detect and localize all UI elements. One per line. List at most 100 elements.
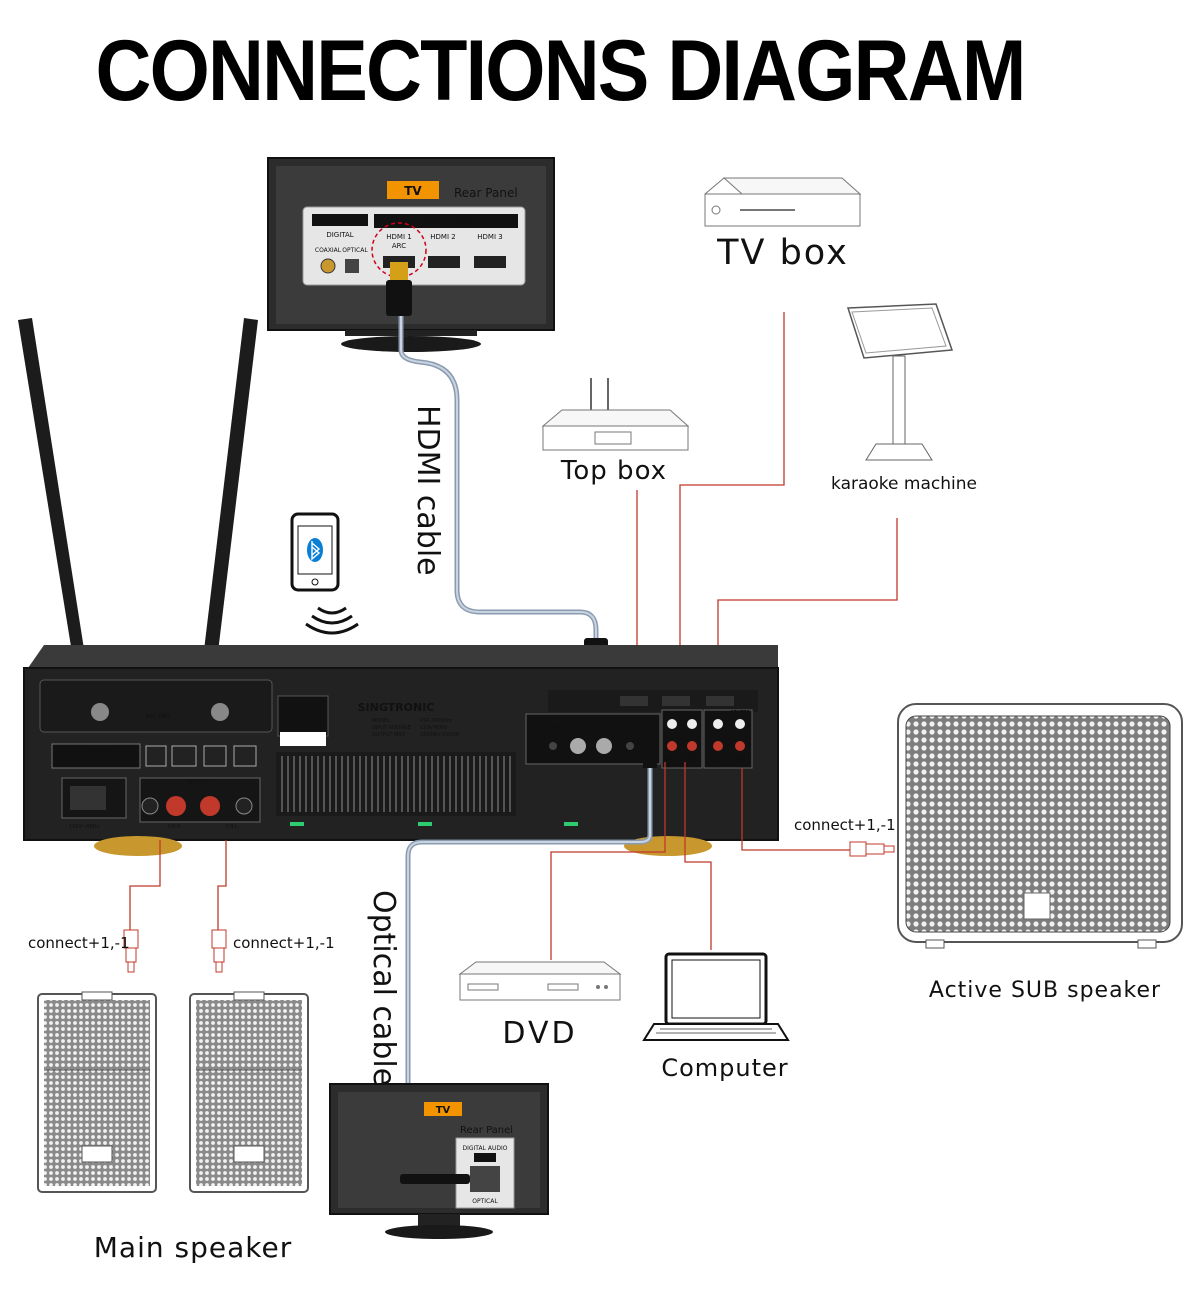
- amp-foot-right: [624, 836, 712, 856]
- hdmi-in-1-port: [620, 696, 648, 706]
- power-socket-icon: [70, 786, 106, 810]
- amp-chr: CH.R: [168, 824, 181, 830]
- antennas: [18, 318, 258, 702]
- rec-l-jack: [713, 719, 723, 729]
- antenna-right-connector: [211, 703, 229, 721]
- top-box-icon: [542, 425, 689, 451]
- amp-input: INPUT: [675, 763, 691, 769]
- dvd-label: DVD: [502, 1016, 577, 1051]
- amplifier: MIC ANT SINGTRONIC MODEL KSP-3000Pro INP…: [23, 645, 779, 856]
- connect-right-label: connect+1,-1: [233, 934, 335, 952]
- amp-dvd: DVD: [664, 756, 675, 762]
- wire-dvd: [550, 762, 666, 960]
- manual-icon: [145, 745, 167, 767]
- wire-speaker-left: [129, 840, 161, 930]
- amp-voltage: INPUT VOLTAGE: [372, 725, 411, 731]
- tv-bottom-out: OUT: [479, 1155, 492, 1162]
- tv-top-digital: DIGITAL: [326, 231, 353, 239]
- vcd-l-jack: [687, 719, 697, 729]
- amp-voltage-val: 110V/60Hz: [420, 725, 448, 731]
- page-title: CONNECTIONS DIAGRAM: [95, 23, 1027, 119]
- tv-bottom-optical: OPTICAL: [472, 1198, 498, 1205]
- top-box: Top box: [541, 378, 690, 486]
- main-speaker-left: [37, 991, 157, 1193]
- weee-icon: [233, 745, 257, 767]
- hdmi-in-2-port: [662, 696, 690, 706]
- plug-left-icon: [123, 929, 139, 973]
- amp-model-val: KSP-3000Pro: [420, 718, 452, 724]
- karaoke-label: karaoke machine: [831, 474, 977, 494]
- tv-bottom-badge: [424, 1102, 462, 1116]
- tv-bottom-digital-audio: DIGITAL AUDIO: [463, 1145, 508, 1152]
- amp-chl: CH.L: [226, 824, 238, 830]
- plug-right-icon: [211, 929, 227, 973]
- terminal-l-neg: [235, 797, 253, 815]
- dvd-l-jack: [667, 719, 677, 729]
- sub-r-jack: [735, 741, 745, 751]
- amp-output: OUTPUT: [188, 779, 213, 786]
- tv-bottom-panel-label: Rear Panel: [460, 1125, 513, 1136]
- mic1-jack-icon: [570, 738, 586, 754]
- antenna-right-icon: [198, 318, 258, 702]
- bluetooth-phone: [290, 512, 359, 635]
- amp-brand: SINGTRONIC: [358, 701, 435, 714]
- main-speaker-label: Main speaker: [94, 1231, 292, 1264]
- tv-box: TV box: [704, 177, 862, 273]
- wire-computer: [684, 762, 712, 950]
- amp-mic2: MIC2: [598, 725, 610, 731]
- vcd-r-jack: [687, 741, 697, 751]
- terminal-l-pos: [200, 796, 220, 816]
- tv-top: TV Rear Panel AUDIO OUT DIGITAL COAXIAL …: [267, 157, 555, 352]
- amp-power-rating: 115V~60Hz: [69, 824, 99, 830]
- tv-top-hdmi3: HDMI 3: [477, 233, 502, 241]
- top-box-label: Top box: [560, 456, 667, 486]
- amp-center: CENTER: [730, 710, 751, 716]
- tv-top-panel-label: Rear Panel: [454, 186, 518, 200]
- terminal-r-neg: [141, 797, 159, 815]
- vent-slots: [281, 756, 511, 812]
- wire-sub: [741, 768, 850, 851]
- tv-top-audio-out: AUDIO OUT: [320, 217, 361, 225]
- main-speaker-right: [189, 991, 309, 1193]
- sub-grille-icon: [905, 715, 1171, 933]
- hdmi-plug-icon: [390, 262, 408, 284]
- tv-top-arc: ARC: [392, 242, 406, 250]
- amp-sub: SUB: [735, 756, 746, 762]
- amp-foot-left: [94, 836, 182, 856]
- hdmi-cable-label: HDMI cable: [410, 405, 445, 576]
- rec-r-jack: [713, 741, 723, 751]
- tv-top-hdmi1: HDMI 1: [386, 233, 411, 241]
- amp-power: OUTPUT MAX: [372, 732, 406, 738]
- tv-top-best: BEST: [454, 218, 473, 226]
- tv-box-label: TV box: [716, 233, 849, 273]
- optical-cable-label: Optical cable: [366, 890, 401, 1086]
- hdmi3-port-icon: [474, 256, 506, 268]
- dvd-r-jack: [667, 741, 677, 751]
- wire-speaker-right: [217, 840, 227, 930]
- antenna-left-icon: [18, 318, 92, 702]
- amp-caution: CAUTION: [82, 747, 109, 754]
- amp-vcd: VCD: [689, 756, 700, 762]
- tv-bottom-optical-port-icon: [470, 1166, 500, 1192]
- computer-label: Computer: [661, 1054, 788, 1082]
- amp-gain2: GAIN: [624, 725, 637, 731]
- tv-top-hdmi2: HDMI 2: [430, 233, 455, 241]
- tv-top-coaxial: COAXIAL: [315, 247, 342, 254]
- hdmi-in-3-port: [706, 696, 734, 706]
- coaxial-port-icon: [320, 258, 336, 274]
- tv-top-badge: [387, 181, 439, 199]
- active-sub-speaker: Active SUB speaker: [897, 703, 1183, 1003]
- optical-port-icon: [345, 259, 359, 273]
- dvd-player: DVD: [458, 961, 622, 1051]
- amp-out: OUTPUT: [718, 763, 739, 769]
- amp-micant: MIC ANT: [145, 713, 171, 720]
- connect-sub-label: connect+1,-1: [794, 816, 896, 834]
- tv-bottom: TV Rear Panel DIGITAL AUDIO OUT OPTICAL: [329, 1083, 549, 1239]
- dvd-icon: [459, 973, 621, 1001]
- amp-gain1: GAIN: [547, 725, 560, 731]
- amp-model: MODEL: [372, 718, 390, 724]
- amp-rec: REC: [713, 756, 724, 762]
- wireless-wave-icon: [317, 606, 347, 615]
- wire-tv-box: [679, 312, 785, 690]
